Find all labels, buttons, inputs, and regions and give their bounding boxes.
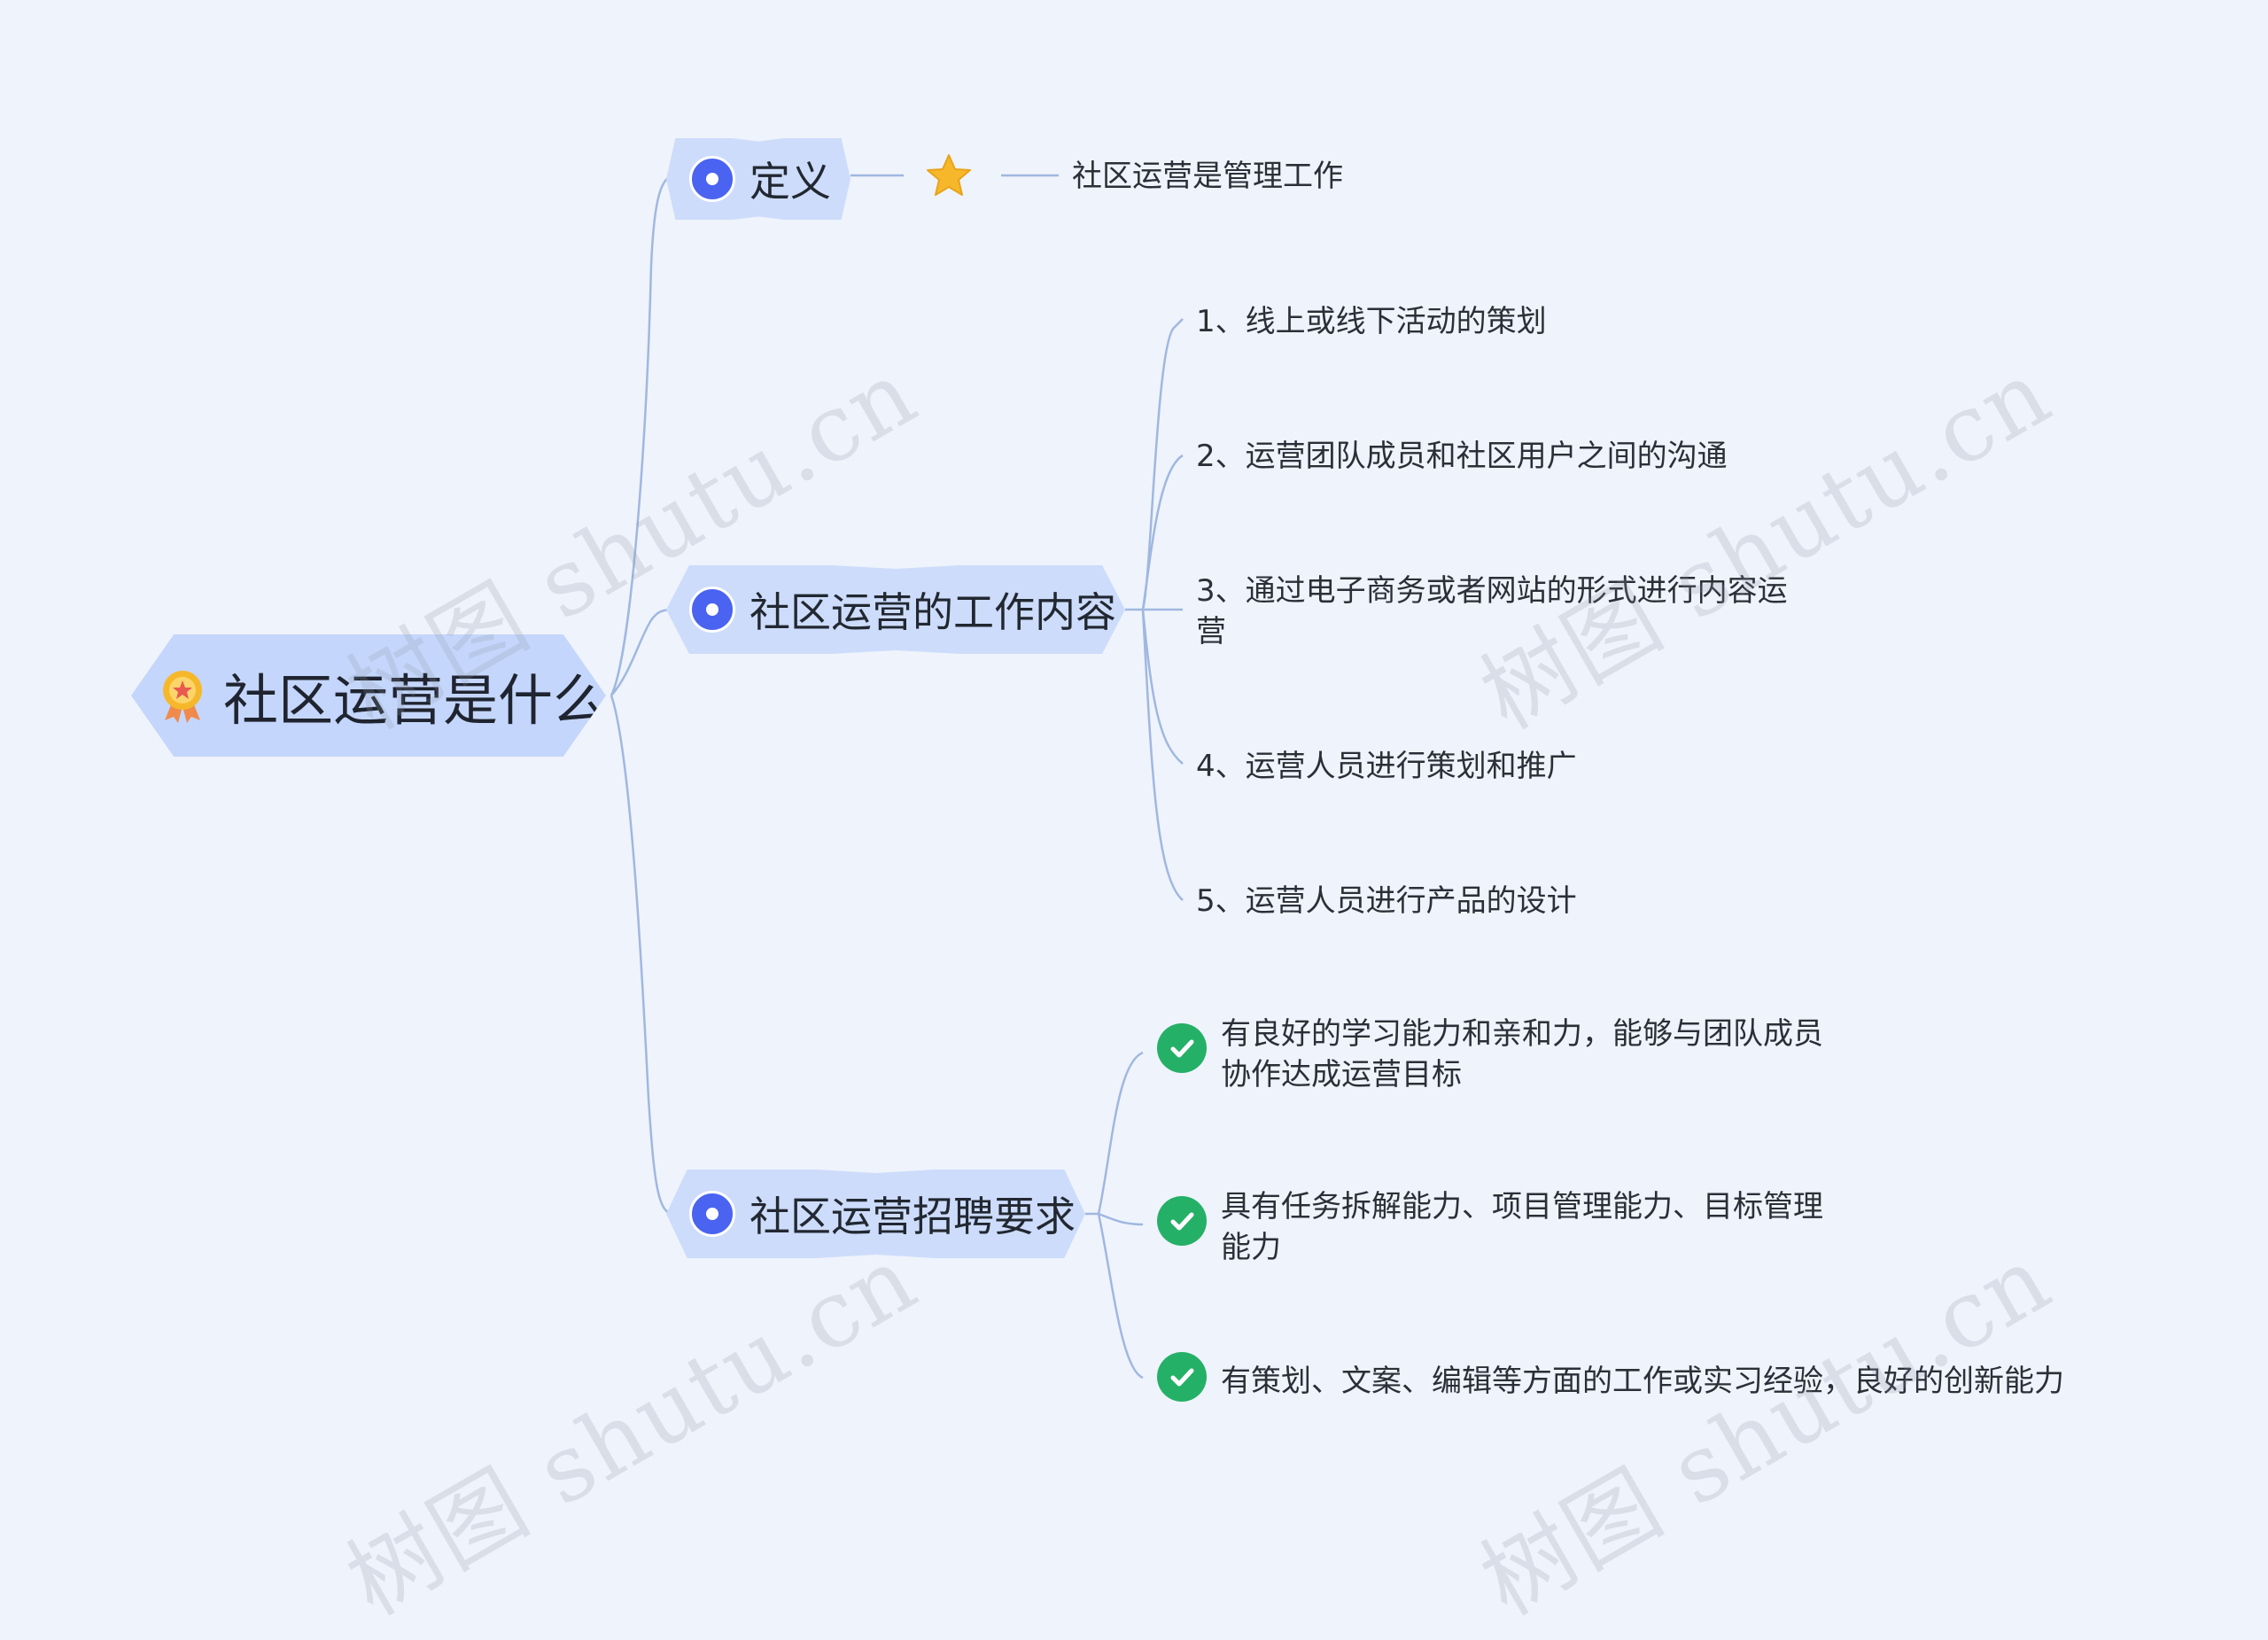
topic-label: 社区运营的工作内容	[750, 588, 1116, 636]
connector-work-4	[1141, 609, 1184, 765]
leaf-work-4: 4、运营人员进行策划和推广	[1196, 749, 1577, 784]
leaf-recruit-1: 有良好的学习能力和亲和力，能够与团队成员 协作达成运营目标	[1221, 1016, 1823, 1092]
check-circle-icon	[1157, 1352, 1207, 1402]
connector-recruit-2	[1098, 1212, 1144, 1226]
check-circle-icon	[1157, 1023, 1207, 1073]
leaf-definition-text: 社区运营是管理工作	[1072, 159, 1343, 194]
check-circle-icon	[1157, 1196, 1207, 1246]
topic-label: 社区运营招聘要求	[750, 1193, 1076, 1240]
award-badge-icon	[163, 671, 202, 723]
star-icon	[927, 154, 971, 196]
connector-root-definition	[610, 174, 674, 696]
connector-lines	[610, 174, 1184, 1380]
leaf-work-2: 2、运营团队成员和社区用户之间的沟通	[1196, 439, 1728, 474]
topic-definition[interactable]: 定义	[666, 138, 850, 220]
topic-label: 定义	[750, 158, 831, 206]
bullet-icon	[689, 587, 735, 633]
leaf-work-3: 3、通过电子商务或者网站的形式进行内容运 营	[1196, 573, 1788, 649]
connector-recruit-1	[1085, 1051, 1144, 1216]
connector-work-2	[1141, 454, 1184, 610]
leaf-recruit-2: 具有任务拆解能力、项目管理能力、目标管理 能力	[1221, 1189, 1823, 1265]
connector-work-5	[1141, 609, 1184, 901]
leaf-work-1: 1、线上或线下活动的策划	[1196, 304, 1547, 339]
mind-map-canvas: 社区运营是什么 定义 社区运营是管理工作 社区运营的工作内容 1、线上或线下活动…	[0, 0, 2268, 1545]
root-node[interactable]: 社区运营是什么	[131, 634, 606, 757]
bullet-icon	[689, 156, 735, 202]
topic-work-content[interactable]: 社区运营的工作内容	[666, 565, 1125, 654]
root-label: 社区运营是什么	[223, 668, 609, 733]
leaf-recruit-3: 有策划、文案、编辑等方面的工作或实习经验，良好的创新能力	[1221, 1364, 2064, 1399]
connector-root-work	[610, 608, 674, 696]
connector-recruit-3	[1097, 1213, 1144, 1380]
topic-recruitment[interactable]: 社区运营招聘要求	[666, 1170, 1085, 1258]
bullet-icon	[689, 1191, 735, 1237]
connector-root-recruit	[610, 695, 674, 1216]
leaf-work-5: 5、运营人员进行产品的设计	[1196, 883, 1577, 919]
